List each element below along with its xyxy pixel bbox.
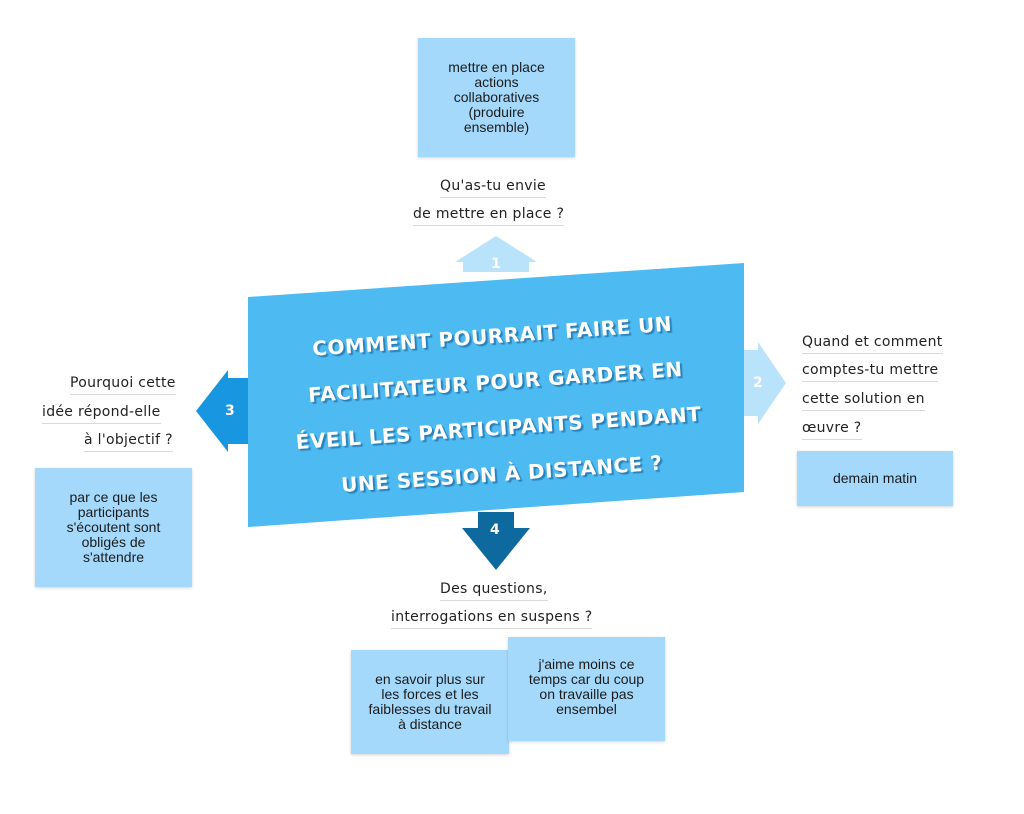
prompt-bottom-line-1: Des questions, xyxy=(440,581,548,601)
sticky-note-top[interactable]: mettre en place actions collaboratives (… xyxy=(418,38,575,157)
arrow-down-4 xyxy=(462,512,530,570)
arrow-number-2: 2 xyxy=(753,375,763,391)
arrow-number-3: 3 xyxy=(225,403,235,419)
sticky-note-left[interactable]: par ce que les participants s'écoutent s… xyxy=(35,468,192,587)
arrow-left-3 xyxy=(196,370,248,452)
sticky-note-bottom-1[interactable]: en savoir plus sur les forces et les fai… xyxy=(351,650,509,754)
arrow-up-1 xyxy=(455,236,537,272)
central-question: Comment pourrait faire un facilitateur p… xyxy=(255,280,739,530)
prompt-right-line-3: cette solution en xyxy=(802,391,925,411)
prompt-bottom-line-2: interrogations en suspens ? xyxy=(391,609,593,629)
arrow-right-2 xyxy=(742,342,786,424)
arrow-number-1: 1 xyxy=(491,256,501,272)
prompt-left-line-3: à l'objectif ? xyxy=(84,432,173,452)
prompt-top-line-1: Qu'as-tu envie xyxy=(440,178,546,198)
prompt-right-line-2: comptes-tu mettre xyxy=(802,362,939,382)
prompt-left-line-1: Pourquoi cette xyxy=(70,375,176,395)
arrow-number-4: 4 xyxy=(490,522,500,538)
central-banner xyxy=(248,263,744,527)
prompt-left-line-2: idée répond-elle xyxy=(42,404,161,424)
prompt-right-line-4: œuvre ? xyxy=(802,420,862,440)
sticky-note-bottom-2[interactable]: j'aime moins ce temps car du coup on tra… xyxy=(508,637,665,741)
prompt-right-line-1: Quand et comment xyxy=(802,334,943,354)
sticky-note-right[interactable]: demain matin xyxy=(797,451,953,506)
prompt-top-line-2: de mettre en place ? xyxy=(413,206,565,226)
